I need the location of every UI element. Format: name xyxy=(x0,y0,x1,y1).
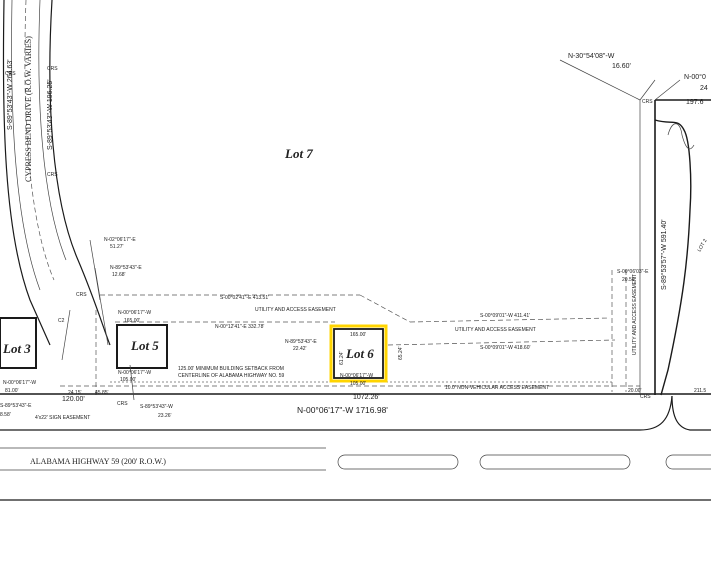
bearing-b: N-89°53'43"-E xyxy=(110,265,142,271)
leader-5 xyxy=(559,59,641,101)
lot5-outline xyxy=(116,324,168,369)
leader-6 xyxy=(654,79,681,101)
nonveh-label: 10.0' NON-VEHICULAR ACCESS EASEMENT xyxy=(445,385,549,391)
dist-12: 12.68' xyxy=(112,272,126,278)
lot5-bot-dist: 105.00' xyxy=(120,377,136,383)
leader-4 xyxy=(61,309,71,361)
ll-dist: 8.58' xyxy=(0,412,11,418)
north-slant xyxy=(639,79,656,101)
right-side-dist: 20.00' xyxy=(628,388,642,394)
right-small-bearing: S-00°06'03"-E xyxy=(617,269,649,275)
cypress-bend-road-inner1 xyxy=(11,0,41,291)
cypress-bend-road-right-edge xyxy=(49,0,111,346)
c2-marker: C2 xyxy=(58,318,65,324)
sw-bearing: S-89°53'43"-W xyxy=(140,404,173,410)
dist-24: 24.15' xyxy=(68,390,82,396)
lot6-label: Lot 6 xyxy=(345,346,374,361)
utility-label-3: UTILITY AND ACCESS EASEMENT xyxy=(632,274,638,355)
bottom-dist: 1072.26' xyxy=(353,394,380,401)
left-bearing-2: S-89°53'43"-W 196.25' xyxy=(46,79,54,150)
highway-median-2 xyxy=(479,454,631,470)
crs-marker-3: CRS xyxy=(47,172,58,178)
utility-label-1: UTILITY AND ACCESS EASEMENT xyxy=(255,307,336,313)
crs-marker-5: CRS xyxy=(117,401,128,407)
cypress-bend-road-left-edge xyxy=(2,0,51,346)
setback-label-2: CENTERLINE OF ALABAMA HIGHWAY NO. 59 xyxy=(178,373,285,379)
easement-mid-label: N-00°12'41"-E 332.78' xyxy=(215,324,264,330)
left-bearing-1: S-89°53'43"-W 264.63' xyxy=(6,59,14,130)
highway-median-1 xyxy=(337,454,459,470)
lot6-side-bearing: N-89°53'43"-E xyxy=(285,339,317,345)
lot3-bot-dist: 81.00' xyxy=(5,388,19,394)
lot5-bearing-bot: N-00°06'17"-W xyxy=(118,370,151,376)
highway-median-3 xyxy=(665,454,711,470)
leader-2 xyxy=(94,267,109,346)
right-easement-lower xyxy=(387,339,616,346)
lot2-partial: LOT 2 xyxy=(697,238,709,253)
lot6-bot-dist: 105.00' xyxy=(350,381,366,387)
tr-bearing: N-00°0 xyxy=(684,73,706,81)
setback-label-1: 125.00' MINIMUM BUILDING SETBACK FROM xyxy=(178,366,284,372)
lot6-bearing: N-00°06'17"-W xyxy=(340,373,373,379)
crs-marker-7: CRS xyxy=(640,394,651,400)
lot3-outline xyxy=(0,317,37,369)
right-util-1: S-00°09'01"-W 411.41' xyxy=(480,313,530,319)
right-easement-upper xyxy=(409,317,611,323)
tr-dist2: 197.6 xyxy=(686,99,704,106)
lot7-label: Lot 7 xyxy=(284,146,313,161)
right-small-dist: 20.56' xyxy=(622,277,636,283)
cypress-bend-centerline xyxy=(24,0,55,281)
east-line-label: S-89°53'57"-W 591.40' xyxy=(660,219,668,290)
sign-easement: 4'x22' SIGN EASEMENT xyxy=(35,415,90,421)
east-curve xyxy=(654,119,692,396)
dist-45: 45.85' xyxy=(95,390,109,396)
lot6-highlight xyxy=(329,324,388,383)
north-dist: 16.60' xyxy=(612,63,631,70)
cypress-bend-road-inner2 xyxy=(38,0,67,261)
cypress-road-name: CYPRESS BEND DRIVE (R.O.W. VARIES) xyxy=(24,36,33,182)
lot6-outline xyxy=(333,328,384,379)
lot6-top-dist: 165.00' xyxy=(350,332,366,338)
east-curve-notch xyxy=(667,123,695,150)
lot5-bearing-top: N-00°06'17"-W xyxy=(118,310,151,316)
lot3-bearing: N-00°06'17"-W xyxy=(3,380,36,386)
crs-marker-6: CRS xyxy=(642,99,653,105)
lot5-top-dist: 165.00' xyxy=(124,318,140,324)
north-bearing: N-30°54'08"-W xyxy=(568,52,615,60)
bearing-a: N-02°06'17"-E xyxy=(104,237,136,243)
highway-edge-top xyxy=(0,395,673,431)
crs-marker-2: CRS xyxy=(47,66,58,72)
ll-bearing: S-89°53'43"-E xyxy=(0,403,32,409)
highway-edge-top-right xyxy=(671,395,711,431)
tr-dist1: 24 xyxy=(700,85,708,92)
lot5-label: Lot 5 xyxy=(130,338,159,353)
easement-top-label: S-00°02'41"-E 413.51' xyxy=(220,295,269,301)
sw-dist: 23.26' xyxy=(158,413,172,419)
dist-51: 51.27' xyxy=(110,244,124,250)
lot6-left-dist: 61.24' xyxy=(339,351,345,365)
lot3-dist-bottom: 120.00' xyxy=(62,396,85,403)
utility-label-2: UTILITY AND ACCESS EASEMENT xyxy=(455,327,536,333)
lot3-label: Lot 3 xyxy=(2,341,31,356)
crs-marker-1: CRS xyxy=(5,71,16,77)
right-util-2: S-00°09'01"-W 418.60' xyxy=(480,345,530,351)
bottom-line-label: N-00°06'17"-W 1716.98' xyxy=(297,405,388,415)
crs-marker-4: CRS xyxy=(76,292,87,298)
right-side-dist2: 211.5 xyxy=(694,388,706,394)
easement-slant xyxy=(359,294,411,323)
lot6-side-dist: 22.42' xyxy=(293,346,307,352)
highway-name: ALABAMA HIGHWAY 59 (200' R.O.W.) xyxy=(30,457,166,466)
leader-3 xyxy=(129,364,135,401)
lot6-right-dist: 65.24' xyxy=(398,346,404,360)
